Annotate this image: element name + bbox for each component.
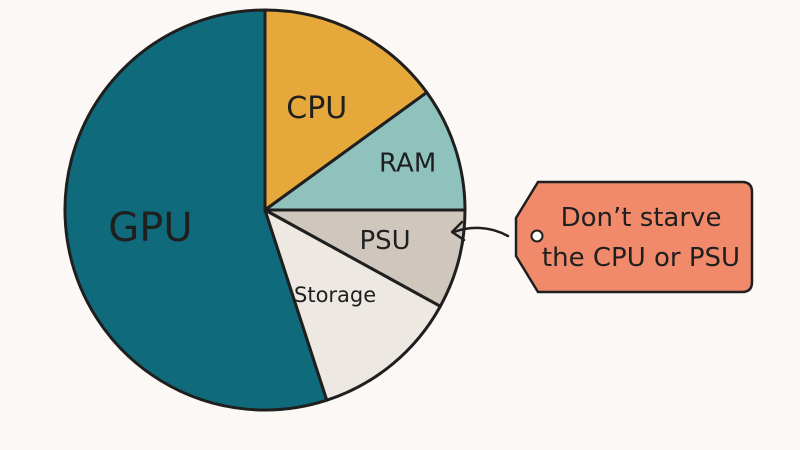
callout-tag-shape: [514, 180, 754, 294]
pie-label-ram: RAM: [379, 149, 436, 179]
pie-label-psu: PSU: [359, 226, 410, 256]
pie-slice-cpu: [263, 8, 429, 212]
pie-label-cpu: CPU: [286, 91, 347, 126]
pie-label-gpu: GPU: [108, 205, 192, 251]
tag-hole: [530, 229, 544, 243]
pie-label-storage: Storage: [294, 283, 376, 307]
callout-line-1: Don’t starve: [561, 203, 722, 233]
callout-line-2: the CPU or PSU: [542, 243, 740, 273]
pie-slice-psu: [263, 208, 467, 308]
pie-slice-ram: [263, 90, 467, 212]
pie-slice-gpu: [63, 8, 329, 412]
callout-arrow: [450, 220, 510, 242]
pie-labels: GPU CPU RAM PSU Storage: [108, 91, 436, 307]
pie-slice-storage: [263, 208, 442, 402]
pie-slices: [63, 8, 467, 412]
callout-tag: Don’t starve the CPU or PSU: [514, 180, 754, 294]
